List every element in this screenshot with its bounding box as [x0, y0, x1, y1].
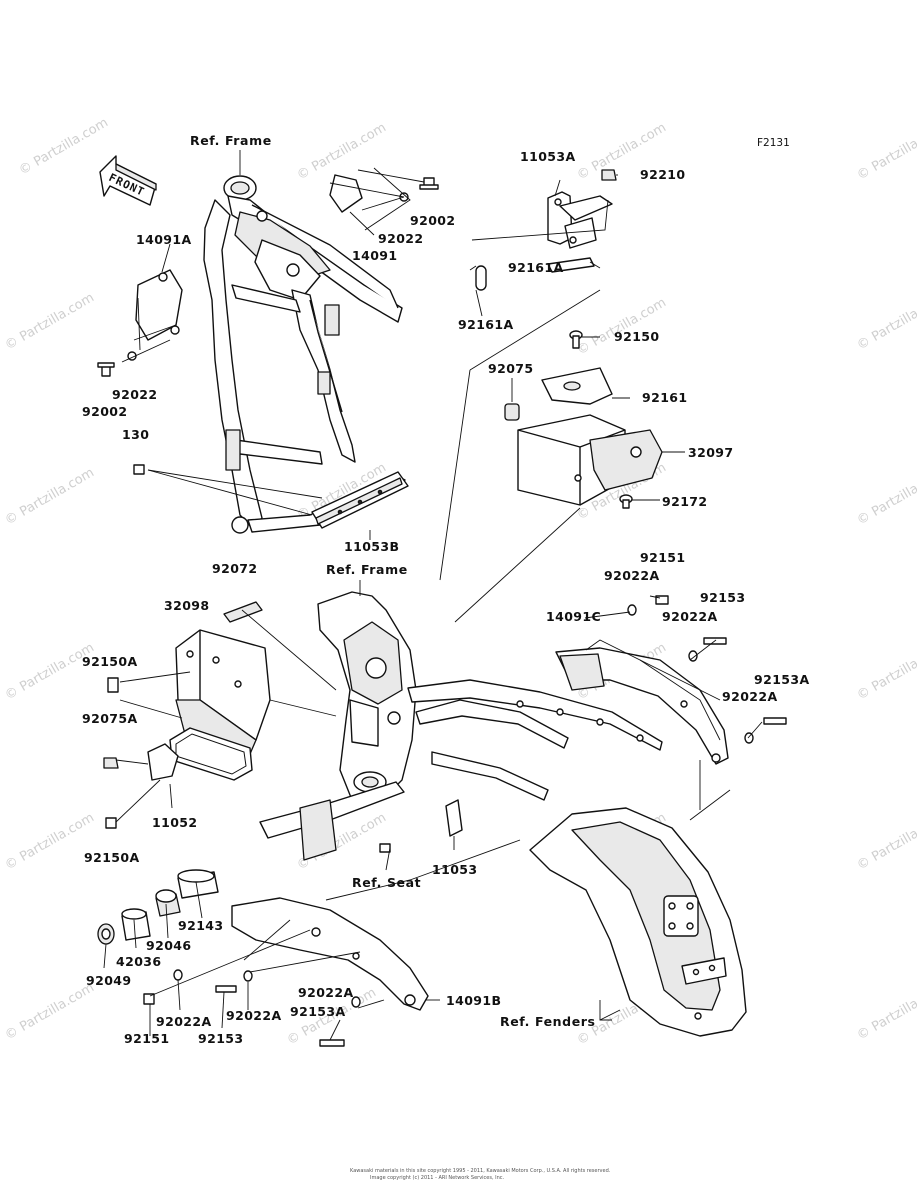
callout-11052: 11052 — [152, 815, 198, 830]
front-arrow-icon: FRONT — [99, 155, 157, 206]
callout-92022A: 92022A — [298, 985, 354, 1000]
callout-92210: 92210 — [640, 167, 686, 182]
callout-11053A: 11053A — [520, 149, 576, 164]
callout-32098: 32098 — [164, 598, 210, 613]
callout-92151: 92151 — [124, 1031, 170, 1046]
callout-92072: 92072 — [212, 561, 258, 576]
callout-92161A: 92161A — [458, 317, 514, 332]
callout-92150A: 92150A — [84, 850, 140, 865]
callout-92153: 92153 — [700, 590, 746, 605]
callout-92151: 92151 — [640, 550, 686, 565]
watermark-text: © Partzilla.com — [295, 120, 389, 183]
callout-14091C: 14091C — [546, 609, 601, 624]
callout-92022A: 92022A — [722, 689, 778, 704]
watermark-text: © Partzilla.com — [855, 120, 917, 183]
callout-92022A: 92022A — [156, 1014, 212, 1029]
callout-92161A: 92161A — [508, 260, 564, 275]
watermark-text: © Partzilla.com — [855, 465, 917, 528]
watermark-text: © Partzilla.com — [3, 290, 97, 353]
ref-seat-label: Ref. Seat — [352, 875, 421, 890]
callout-42036: 42036 — [116, 954, 162, 969]
callout-92022: 92022 — [112, 387, 158, 402]
callout-92002: 92002 — [82, 404, 128, 419]
callout-32097: 32097 — [688, 445, 734, 460]
callout-92153A: 92153A — [290, 1004, 346, 1019]
ref-fenders-label: Ref. Fenders — [500, 1014, 596, 1029]
lower-frame-drawing — [103, 580, 663, 871]
bolt-92002-b — [97, 362, 115, 377]
callout-92022A: 92022A — [226, 1008, 282, 1023]
watermark-text: © Partzilla.com — [17, 115, 111, 178]
callout-130: 130 — [122, 427, 149, 442]
callout-92172: 92172 — [662, 494, 708, 509]
callout-92150: 92150 — [614, 329, 660, 344]
bolt-92002-a — [419, 177, 439, 190]
ref-frame-mid-label: Ref. Frame — [326, 562, 408, 577]
watermark-text: © Partzilla.com — [3, 810, 97, 873]
part-callouts: 14091A 92022 92002 130 92022 92002 14091… — [82, 149, 810, 1046]
callout-92049: 92049 — [86, 973, 132, 988]
callout-14091A: 14091A — [136, 232, 192, 247]
diagram-code: F2131 — [757, 137, 790, 149]
callout-92143: 92143 — [178, 918, 224, 933]
callout-92022: 92022 — [378, 231, 424, 246]
battery-case-drawing — [439, 169, 685, 623]
upper-frame-drawing — [97, 150, 439, 540]
copyright-line-1: Kawasaki materials in this site copyrigh… — [350, 1168, 611, 1174]
copyright-line-2: Image copyright (c) 2011 - ARI Network S… — [370, 1175, 505, 1181]
callout-92075: 92075 — [488, 361, 534, 376]
bolt-130 — [133, 464, 145, 475]
callout-92153A: 92153A — [754, 672, 810, 687]
watermark-text: © Partzilla.com — [3, 640, 97, 703]
watermarks: © Partzilla.com © Partzilla.com © Partzi… — [3, 115, 917, 1048]
callout-92075A: 92075A — [82, 711, 138, 726]
callout-11053B: 11053B — [344, 539, 399, 554]
watermark-text: © Partzilla.com — [855, 810, 917, 873]
fender-drawing — [97, 595, 787, 1047]
callout-92022A: 92022A — [604, 568, 660, 583]
callout-92022A: 92022A — [662, 609, 718, 624]
watermark-text: © Partzilla.com — [855, 290, 917, 353]
callout-92002: 92002 — [410, 213, 456, 228]
watermark-text: © Partzilla.com — [855, 980, 917, 1043]
watermark-text: © Partzilla.com — [3, 980, 97, 1043]
callout-11053: 11053 — [432, 862, 478, 877]
callout-14091B: 14091B — [446, 993, 501, 1008]
callout-92161: 92161 — [642, 390, 688, 405]
callout-92150A: 92150A — [82, 654, 138, 669]
ref-frame-top-label: Ref. Frame — [190, 133, 272, 148]
callout-92153: 92153 — [198, 1031, 244, 1046]
watermark-text: © Partzilla.com — [3, 465, 97, 528]
watermark-text: © Partzilla.com — [855, 640, 917, 703]
callout-92046: 92046 — [146, 938, 192, 953]
callout-14091: 14091 — [352, 248, 398, 263]
watermark-text: © Partzilla.com — [575, 295, 669, 358]
